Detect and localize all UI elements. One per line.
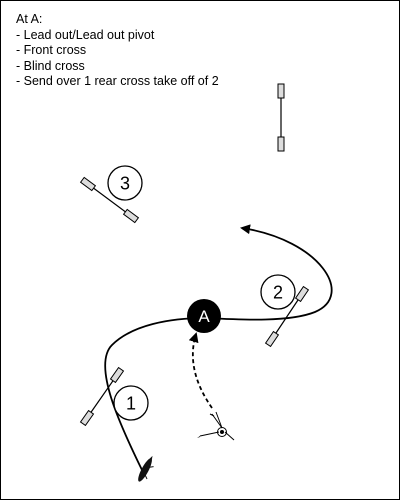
notes-heading: At A: (16, 12, 43, 26)
jump-2 (264, 285, 310, 348)
handler-point-a: A (187, 299, 221, 333)
handler-icon (197, 411, 235, 441)
notes-item-1: - Lead out/Lead out pivot (16, 27, 155, 42)
notes-block: At A: - Lead out/Lead out pivot - Front … (16, 12, 219, 90)
notes-item-2: - Front cross (16, 43, 87, 57)
marker-3-label: 3 (120, 174, 130, 194)
handler-point-a-label: A (198, 307, 210, 326)
marker-3: 3 (107, 165, 143, 201)
jump-top-right (277, 83, 285, 152)
marker-2-label: 2 (273, 283, 283, 303)
notes-item-4: - Send over 1 rear cross take off of 2 (16, 74, 219, 88)
jump-1 (79, 366, 125, 427)
marker-1: 1 (113, 385, 149, 421)
marker-2: 2 (260, 274, 296, 310)
notes-item-3: - Blind cross (16, 58, 85, 73)
marker-1-label: 1 (126, 394, 136, 414)
handler-path-line (188, 332, 213, 409)
jump-3 (79, 176, 140, 224)
dog-icon (138, 455, 154, 482)
